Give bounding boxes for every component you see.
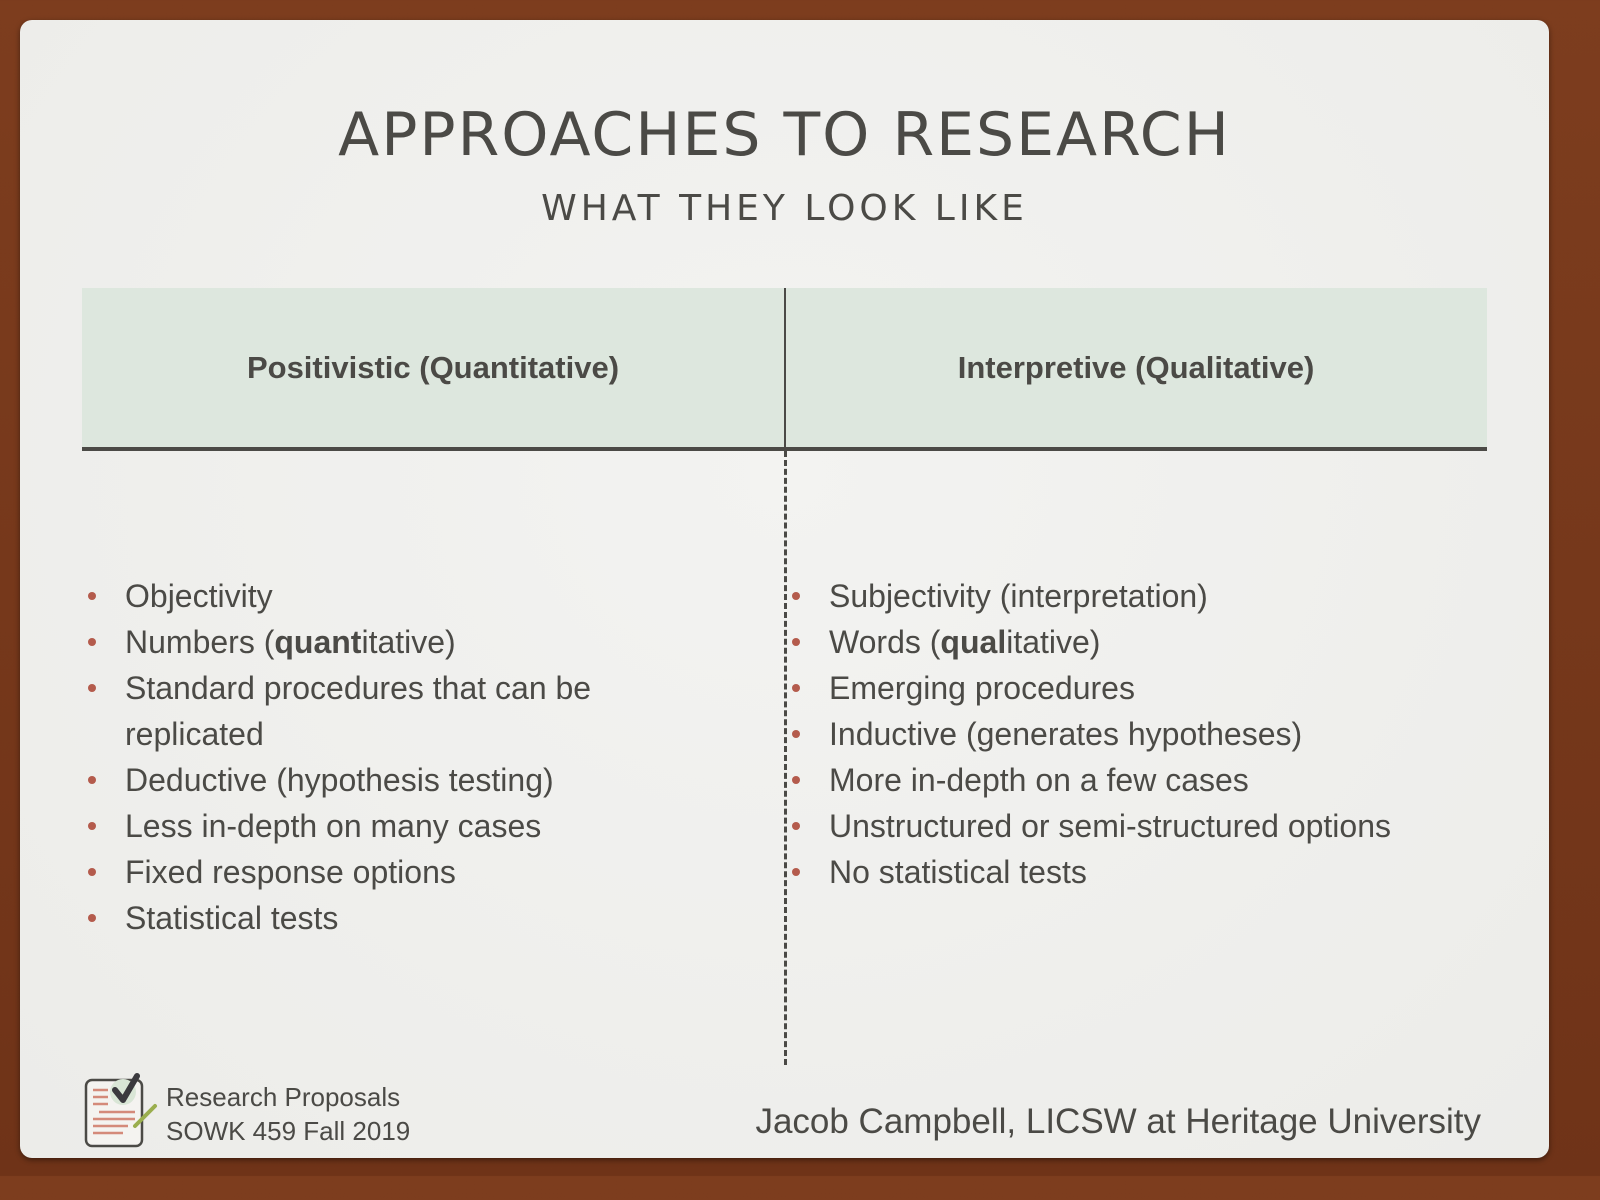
list-item: Inductive (generates hypotheses) bbox=[792, 711, 1512, 757]
list-item: Standard procedures that can be replicat… bbox=[88, 665, 645, 757]
bullet-icon bbox=[792, 592, 800, 600]
list-item: Words (qualitative) bbox=[792, 619, 1512, 665]
list-item: No statistical tests bbox=[792, 849, 1512, 895]
slide: APPROACHES TO RESEARCH WHAT THEY LOOK LI… bbox=[20, 20, 1549, 1158]
list-item: Fixed response options bbox=[88, 849, 728, 895]
list-item: Deductive (hypothesis testing) bbox=[88, 757, 728, 803]
bullet-icon bbox=[88, 638, 96, 646]
column-header-quantitative: Positivistic (Quantitative) bbox=[246, 349, 620, 385]
list-item: Numbers (quantitative) bbox=[88, 619, 728, 665]
qualitative-list: Subjectivity (interpretation) Words (qua… bbox=[792, 573, 1512, 895]
bullet-icon bbox=[88, 822, 96, 830]
bullet-icon bbox=[88, 592, 96, 600]
bullet-icon bbox=[792, 822, 800, 830]
column-header-qualitative: Interpretive (Qualitative) bbox=[957, 349, 1315, 385]
course-code: SOWK 459 Fall 2019 bbox=[166, 1116, 411, 1146]
bullet-icon bbox=[792, 684, 800, 692]
bullet-icon bbox=[792, 638, 800, 646]
bullet-icon bbox=[792, 776, 800, 784]
course-info: Research Proposals SOWK 459 Fall 2019 bbox=[166, 1080, 410, 1148]
bullet-icon bbox=[792, 868, 800, 876]
column-divider-dashed bbox=[784, 451, 787, 1065]
list-item: Less in-depth on many cases bbox=[88, 803, 728, 849]
slide-title: APPROACHES TO RESEARCH bbox=[338, 100, 1231, 170]
list-item: Emerging procedures bbox=[792, 665, 1512, 711]
checklist-document-icon bbox=[83, 1070, 163, 1150]
list-item: More in-depth on a few cases bbox=[792, 757, 1512, 803]
author-credit: Jacob Campbell, LICSW at Heritage Univer… bbox=[755, 1102, 1481, 1141]
bullet-icon bbox=[88, 776, 96, 784]
list-item: Unstructured or semi-structured options bbox=[792, 803, 1512, 849]
list-item: Subjectivity (interpretation) bbox=[792, 573, 1512, 619]
bullet-icon bbox=[88, 684, 96, 692]
bullet-icon bbox=[88, 914, 96, 922]
quantitative-list: Objectivity Numbers (quantitative) Stand… bbox=[88, 573, 728, 941]
bullet-icon bbox=[792, 730, 800, 738]
column-divider-solid bbox=[784, 288, 786, 451]
course-title: Research Proposals bbox=[166, 1082, 401, 1112]
bullet-icon bbox=[88, 868, 96, 876]
slide-subtitle: WHAT THEY LOOK LIKE bbox=[541, 188, 1028, 229]
list-item: Statistical tests bbox=[88, 895, 728, 941]
list-item: Objectivity bbox=[88, 573, 728, 619]
